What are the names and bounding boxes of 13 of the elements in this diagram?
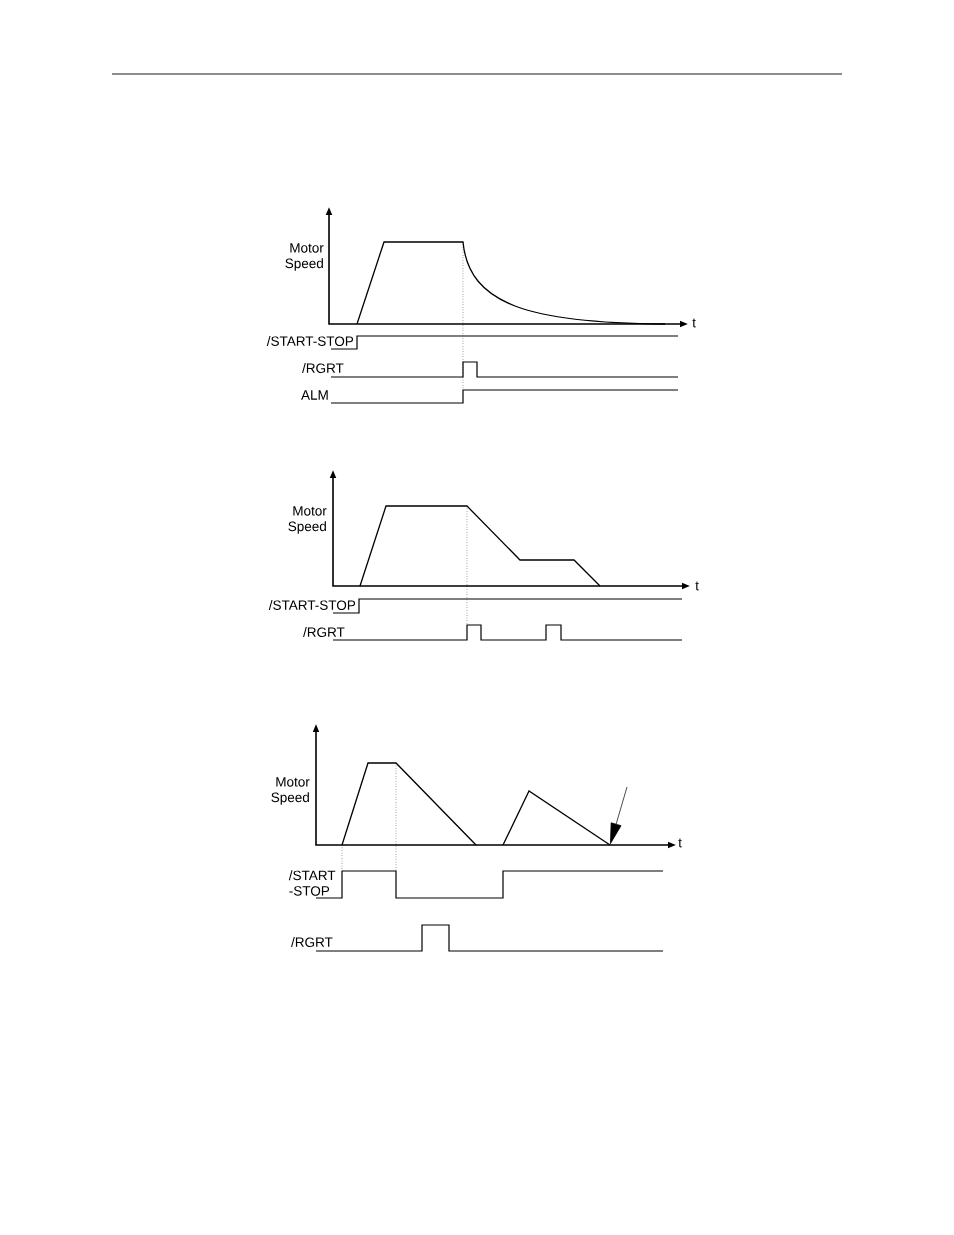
signal-label: ALM: [301, 390, 328, 400]
signal-label: /START-STOP: [268, 600, 356, 610]
axis-label: t: [692, 318, 696, 328]
signal-label: /RGRT: [291, 937, 333, 947]
axis-label: Motor Speed: [285, 243, 324, 271]
axis-label: t: [678, 838, 682, 848]
signal-label: /RGRT: [302, 363, 344, 373]
signal-label: /START-STOP: [266, 336, 354, 346]
axis-label: t: [695, 581, 699, 591]
axis-label: Motor Speed: [271, 777, 310, 805]
signal-label: /RGRT: [303, 627, 345, 637]
axis-label: Motor Speed: [288, 506, 327, 534]
signal-label: /START -STOP: [288, 870, 336, 896]
